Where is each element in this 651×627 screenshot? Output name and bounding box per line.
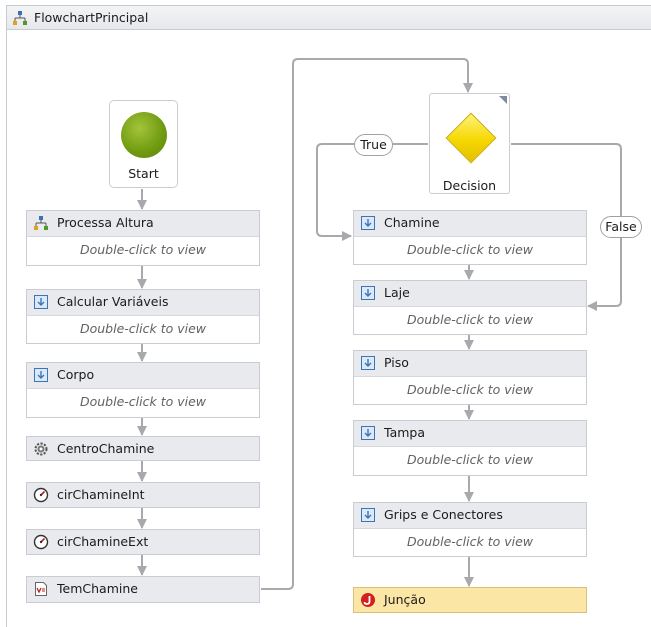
decision-label: Decision <box>442 178 497 193</box>
assign-icon <box>35 582 47 596</box>
activity-grips-conectores[interactable]: Grips e Conectores Double-click to view <box>353 502 587 557</box>
activity-tampa[interactable]: Tampa Double-click to view <box>353 420 587 476</box>
designer-titlebar: FlowchartPrincipal <box>6 5 651 30</box>
activity-label: Processa Altura <box>57 215 154 230</box>
designer-title: FlowchartPrincipal <box>34 10 149 25</box>
flowchart-icon <box>13 11 27 25</box>
activity-corpo[interactable]: Corpo Double-click to view <box>26 362 260 418</box>
activity-body-hint: Double-click to view <box>406 312 533 327</box>
sequence-icon <box>361 356 375 370</box>
activity-header: Grips e Conectores <box>354 503 586 529</box>
activity-processa-altura[interactable]: Processa Altura Double-click to view <box>26 210 260 266</box>
activity-header: Piso <box>354 351 586 377</box>
activity-header: Chamine <box>354 211 586 237</box>
activity-header: Corpo <box>27 363 259 389</box>
join-icon <box>361 593 375 607</box>
gauge-icon <box>33 534 49 550</box>
activity-label: TemChamine <box>57 581 138 596</box>
connector-decision-true-chamine[interactable] <box>316 143 428 241</box>
start-circle-icon <box>121 112 167 158</box>
activity-label: cirChamineExt <box>57 534 149 549</box>
activity-cir-chamine-ext[interactable]: cirChamineExt <box>26 529 260 555</box>
activity-label: cirChamineInt <box>57 487 145 502</box>
activity-header: Calcular Variáveis <box>27 290 259 316</box>
activity-header: cirChamineInt <box>27 483 259 507</box>
activity-label: Piso <box>384 355 409 370</box>
decision-node[interactable]: Decision <box>429 93 510 194</box>
activity-label: Tampa <box>384 425 425 440</box>
activity-header: Tampa <box>354 421 586 447</box>
sequence-icon <box>361 508 375 522</box>
activity-label: Junção <box>384 592 426 607</box>
activity-body-hint: Double-click to view <box>79 394 206 409</box>
activity-header: cirChamineExt <box>27 530 259 554</box>
activity-calcular-variaveis[interactable]: Calcular Variáveis Double-click to view <box>26 289 260 344</box>
activity-body-hint: Double-click to view <box>406 452 533 467</box>
false-branch-label: False <box>600 216 642 238</box>
activity-header: TemChamine <box>27 577 259 602</box>
activity-body-hint: Double-click to view <box>79 321 206 336</box>
activity-laje[interactable]: Laje Double-click to view <box>353 280 587 335</box>
activity-label: CentroChamine <box>57 441 155 456</box>
activity-body-hint: Double-click to view <box>406 242 533 257</box>
activity-header: CentroChamine <box>27 437 259 460</box>
start-label: Start <box>128 166 159 181</box>
connector-tem-decision[interactable] <box>261 58 473 590</box>
activity-label: Grips e Conectores <box>384 507 503 522</box>
flowchart-icon <box>34 216 48 230</box>
gauge-icon <box>33 487 49 503</box>
activity-label: Chamine <box>384 215 440 230</box>
activity-body-hint: Double-click to view <box>79 242 206 257</box>
activity-label: Corpo <box>57 367 95 382</box>
activity-label: Calcular Variáveis <box>57 294 169 309</box>
expand-corner-icon <box>499 96 507 104</box>
gear-icon <box>34 442 48 456</box>
sequence-icon <box>361 286 375 300</box>
activity-chamine[interactable]: Chamine Double-click to view <box>353 210 587 265</box>
sequence-icon <box>34 368 48 382</box>
activity-body-hint: Double-click to view <box>406 534 533 549</box>
activity-cir-chamine-int[interactable]: cirChamineInt <box>26 482 260 508</box>
activity-juncao[interactable]: Junção <box>353 587 587 613</box>
decision-diamond-icon <box>445 112 497 164</box>
sequence-icon <box>361 216 375 230</box>
activity-header: Processa Altura <box>27 211 259 237</box>
activity-body-hint: Double-click to view <box>406 382 533 397</box>
true-branch-label: True <box>354 134 393 156</box>
start-node[interactable]: Start <box>109 100 178 188</box>
sequence-icon <box>34 295 48 309</box>
activity-header: Laje <box>354 281 586 307</box>
activity-label: Laje <box>384 285 410 300</box>
activity-tem-chamine[interactable]: TemChamine <box>26 576 260 603</box>
activity-centro-chamine[interactable]: CentroChamine <box>26 436 260 461</box>
activity-piso[interactable]: Piso Double-click to view <box>353 350 587 405</box>
activity-header: Junção <box>354 588 586 612</box>
sequence-icon <box>361 426 375 440</box>
